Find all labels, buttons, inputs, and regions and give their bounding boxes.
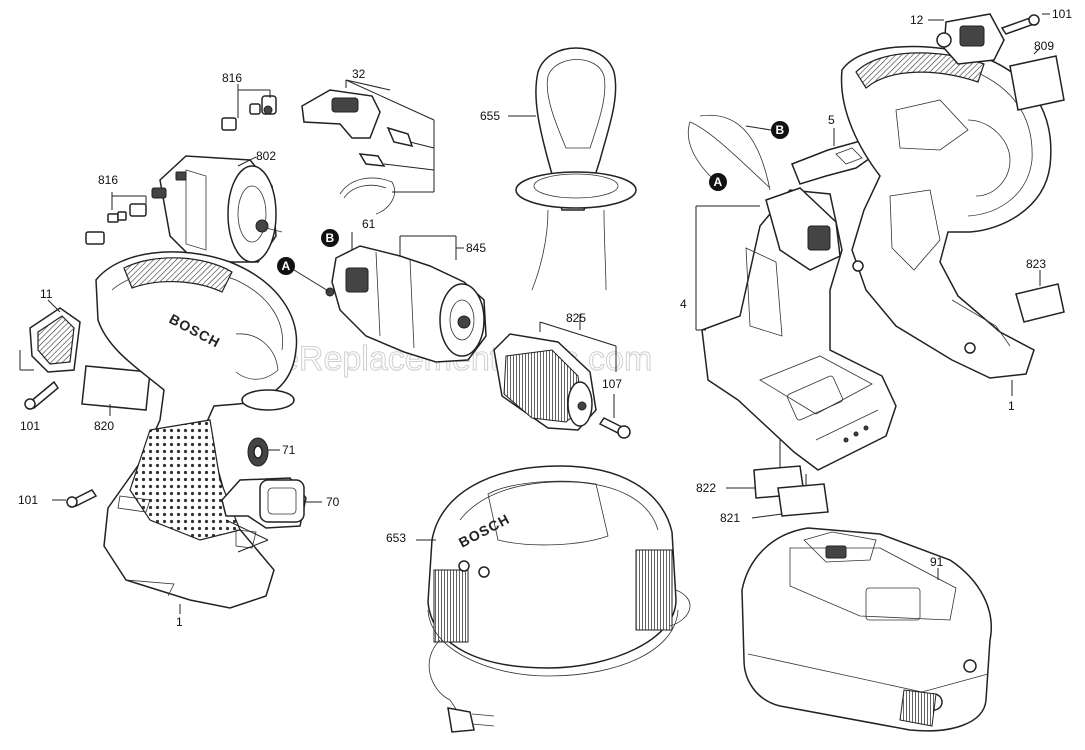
svg-text:A: A [714,175,723,189]
label-821 [777,483,829,517]
label-61: 61 [362,217,376,231]
screw-101-left [24,380,59,410]
screw-107 [598,417,631,439]
housing-half-1-right [840,45,1052,379]
part-number-labels: 816 32 655 5 12 101 809 802 816 61 845 1… [18,7,1072,629]
callout-a-right: A [709,173,727,191]
label-12: 12 [910,13,924,27]
svg-text:A: A [282,259,291,273]
grip-11 [29,307,81,373]
label-4: 4 [680,297,687,311]
label-823: 823 [1026,257,1046,271]
brush-holder-816-top [221,95,277,131]
screw-101-bottom [66,489,98,508]
callout-a-left: A [277,257,295,275]
switch-cover-32 [301,89,414,215]
trigger-switch-70 [221,477,307,549]
svg-text:B: B [326,231,335,245]
belt-clip-655 [515,47,637,291]
label-822: 822 [696,481,716,495]
label-655: 655 [480,109,500,123]
brush-holder-816-mid [85,203,147,245]
label-101-left: 101 [20,419,40,433]
label-101-top: 101 [1052,7,1072,21]
label-821: 821 [720,511,740,525]
label-32: 32 [352,67,366,81]
chuck-825 [493,333,597,431]
label-11: 11 [40,287,53,301]
label-plate-820 [81,365,151,411]
selector-knob-71 [247,437,269,467]
screw-101-top [1000,14,1040,35]
battery-pack-91 [741,527,992,732]
label-809: 809 [1034,39,1054,53]
label-91: 91 [930,555,944,569]
led-lamp-12 [936,13,1005,65]
label-71: 71 [282,443,296,457]
charger-653: BOSCH [427,465,691,733]
label-5: 5 [828,113,835,127]
gearbox-61 [325,245,487,363]
label-825: 825 [566,311,586,325]
housing-half-1: BOSCH [95,251,298,609]
label-816-top: 816 [222,71,242,85]
switch-lever-5 [791,139,878,185]
label-101-bottom: 101 [18,493,38,507]
motor-802 [151,155,283,263]
label-802: 802 [256,149,276,163]
label-816-mid: 816 [98,173,118,187]
wire-lead [687,121,771,189]
label-107: 107 [602,377,622,391]
electronic-module-4 [701,187,897,471]
callout-b-left: B [321,229,339,247]
label-823 [1015,283,1065,323]
label-809 [1009,55,1065,111]
label-70: 70 [326,495,340,509]
label-1-right: 1 [1008,399,1015,413]
callout-b-right: B [771,121,789,139]
svg-text:B: B [776,123,785,137]
label-845: 845 [466,241,486,255]
label-820: 820 [94,419,114,433]
label-653: 653 [386,531,406,545]
label-1-bottom: 1 [176,615,183,629]
